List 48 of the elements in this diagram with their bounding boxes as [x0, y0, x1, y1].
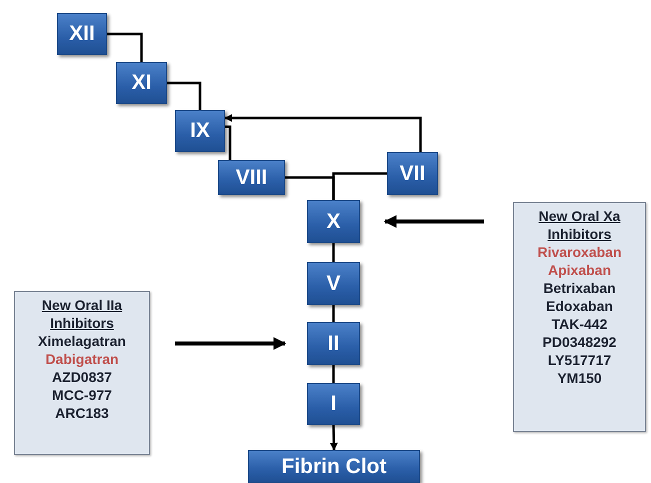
connector-line: [332, 365, 335, 383]
factor-box: [175, 110, 225, 152]
factor-label: XI: [132, 71, 152, 95]
drug-name: ARC183: [55, 404, 109, 422]
factor-label: IX: [190, 119, 210, 143]
factor-box: [248, 450, 420, 483]
arrow: [384, 215, 484, 228]
arrow: [330, 424, 338, 451]
drug-name: TAK-442: [552, 315, 608, 333]
arrow: [175, 337, 286, 350]
list-heading: New Oral IIa Inhibitors: [40, 296, 124, 332]
drug-name: Dabigatran: [45, 350, 119, 368]
factor-box: [218, 160, 285, 195]
connector-line: [167, 82, 202, 110]
drug-name: Ximelagatran: [38, 332, 126, 350]
factor-label: XII: [69, 22, 95, 46]
drug-name: Rivaroxaban: [537, 243, 622, 261]
connector-line: [332, 243, 335, 262]
drug-name: YM150: [557, 369, 602, 387]
drug-name: LY517717: [548, 351, 612, 369]
factor-box: [307, 383, 360, 425]
connector-line: [332, 305, 335, 322]
drug-name: Apixaban: [548, 261, 611, 279]
drug-name: Betrixaban: [543, 279, 616, 297]
drug-name: PD0348292: [542, 333, 616, 351]
factor-label: VIII: [236, 166, 268, 190]
factor-box: [57, 13, 107, 55]
factor-box: [307, 322, 360, 365]
connector-line: [107, 32, 143, 62]
factor-box: [307, 262, 360, 305]
drug-name: MCC-977: [52, 386, 112, 404]
arrow: [224, 114, 422, 152]
drug-name: Edoxaban: [546, 297, 613, 315]
connector-line: [225, 126, 232, 160]
factor-box: [387, 152, 438, 195]
factor-box: [116, 62, 167, 104]
list-heading: New Oral Xa Inhibitors: [538, 207, 622, 243]
drug-list-box: [513, 202, 646, 432]
factor-label: V: [326, 272, 340, 296]
connector-line: [332, 172, 387, 200]
factor-label: II: [328, 332, 340, 356]
factor-label: Fibrin Clot: [282, 454, 386, 478]
factor-label: VII: [400, 162, 426, 186]
factor-box: [307, 200, 360, 243]
drug-list-box: [14, 291, 150, 455]
factor-label: I: [330, 392, 336, 416]
drug-name: AZD0837: [52, 368, 112, 386]
factor-label: X: [326, 210, 340, 234]
